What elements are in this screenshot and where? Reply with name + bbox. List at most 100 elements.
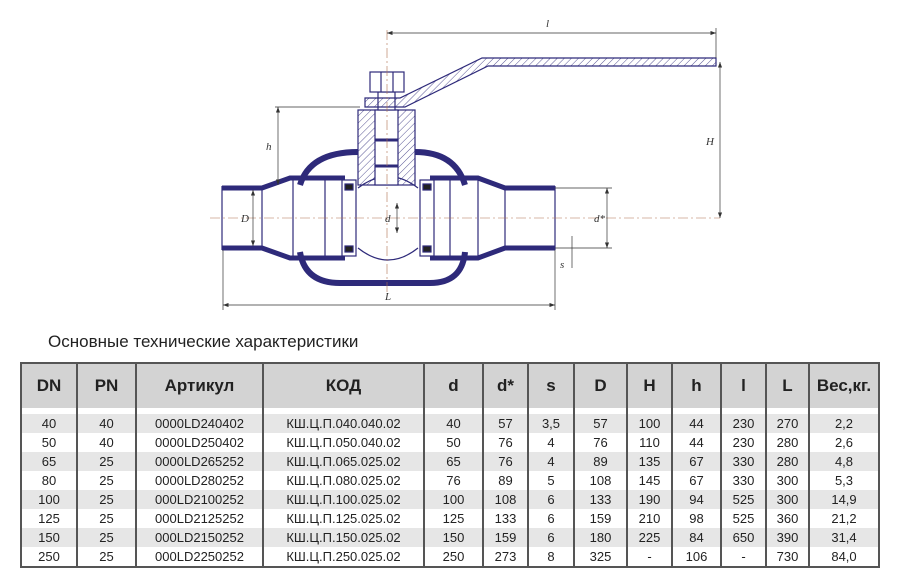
table-cell: 100 <box>20 490 77 509</box>
table-cell: 0000LD280252 <box>135 471 263 490</box>
table-cell: 325 <box>573 547 627 567</box>
table-cell: 76 <box>482 433 528 452</box>
dim-label-h: h <box>266 141 272 153</box>
table-cell: 108 <box>573 471 627 490</box>
dim-label-s: s <box>560 259 564 271</box>
dim-label-D: D <box>240 213 249 225</box>
table-cell: 4 <box>527 433 574 452</box>
table-cell: 190 <box>626 490 672 509</box>
table-cell: 44 <box>671 433 721 452</box>
column-header: DN <box>20 363 77 408</box>
table-cell: 50 <box>20 433 77 452</box>
column-header: КОД <box>262 363 424 408</box>
table-cell: 25 <box>76 490 136 509</box>
table-cell: 145 <box>626 471 672 490</box>
table-cell: 270 <box>765 414 809 433</box>
table-cell: 100 <box>626 414 672 433</box>
table-cell: 133 <box>573 490 627 509</box>
table-cell: 14,9 <box>808 490 879 509</box>
dim-label-d-star: d* <box>594 213 606 225</box>
table-cell: 730 <box>765 547 809 567</box>
table-cell: 159 <box>573 509 627 528</box>
column-header: Вес,кг. <box>808 363 879 408</box>
table-cell: КШ.Ц.П.050.040.02 <box>262 433 424 452</box>
table-cell: 25 <box>76 452 136 471</box>
table-cell: 5,3 <box>808 471 879 490</box>
table-cell: КШ.Ц.П.250.025.02 <box>262 547 424 567</box>
table-cell: 5 <box>527 471 574 490</box>
table-cell: 6 <box>527 528 574 547</box>
ball-valve-drawing: l H h D d d* s L <box>210 18 723 310</box>
table-cell: 44 <box>671 414 721 433</box>
table-cell: 650 <box>720 528 766 547</box>
table-cell: 525 <box>720 490 766 509</box>
column-header: D <box>573 363 627 408</box>
gap-cell <box>573 408 627 414</box>
table-cell: 25 <box>76 509 136 528</box>
handle <box>364 57 717 108</box>
table-cell: 110 <box>626 433 672 452</box>
column-header: h <box>671 363 721 408</box>
table-cell: 0000LD240402 <box>135 414 263 433</box>
table-cell: 125 <box>20 509 77 528</box>
table-cell: 6 <box>527 509 574 528</box>
table-cell: 180 <box>573 528 627 547</box>
table-cell: 89 <box>573 452 627 471</box>
table-cell: 280 <box>765 452 809 471</box>
table-cell: 360 <box>765 509 809 528</box>
table-cell: 3,5 <box>527 414 574 433</box>
table-cell: 80 <box>20 471 77 490</box>
header-gap <box>20 408 879 414</box>
table-cell: 230 <box>720 414 766 433</box>
dim-label-d: d <box>385 213 391 225</box>
table-cell: 135 <box>626 452 672 471</box>
table-cell: 230 <box>720 433 766 452</box>
gap-cell <box>423 408 483 414</box>
table-cell: 000LD2250252 <box>135 547 263 567</box>
table-cell: 76 <box>482 452 528 471</box>
gap-cell <box>765 408 809 414</box>
table-cell: 25 <box>76 528 136 547</box>
column-header: d* <box>482 363 528 408</box>
table-cell: 65 <box>20 452 77 471</box>
table-cell: 94 <box>671 490 721 509</box>
table-cell: 40 <box>76 414 136 433</box>
table-cell: КШ.Ц.П.100.025.02 <box>262 490 424 509</box>
column-header: s <box>527 363 574 408</box>
table-cell: 150 <box>423 528 483 547</box>
table-cell: 40 <box>423 414 483 433</box>
table-cell: 67 <box>671 452 721 471</box>
column-header: H <box>626 363 672 408</box>
table-cell: - <box>720 547 766 567</box>
section-title: Основные технические характеристики <box>48 332 359 351</box>
table-cell: КШ.Ц.П.080.025.02 <box>262 471 424 490</box>
table-cell: 000LD2150252 <box>135 528 263 547</box>
gap-cell <box>482 408 528 414</box>
table-cell: 67 <box>671 471 721 490</box>
table-cell: 65 <box>423 452 483 471</box>
table-cell: 000LD2100252 <box>135 490 263 509</box>
table-cell: 25 <box>76 547 136 567</box>
column-header: L <box>765 363 809 408</box>
table-cell: 525 <box>720 509 766 528</box>
gap-cell <box>527 408 574 414</box>
table-cell: 390 <box>765 528 809 547</box>
table-cell: 21,2 <box>808 509 879 528</box>
gap-cell <box>720 408 766 414</box>
gap-cell <box>626 408 672 414</box>
table-cell: 210 <box>626 509 672 528</box>
table-cell: 133 <box>482 509 528 528</box>
table-cell: 2,6 <box>808 433 879 452</box>
table-cell: 40 <box>76 433 136 452</box>
table-cell: 98 <box>671 509 721 528</box>
table-cell: 6 <box>527 490 574 509</box>
table-cell: 25 <box>76 471 136 490</box>
